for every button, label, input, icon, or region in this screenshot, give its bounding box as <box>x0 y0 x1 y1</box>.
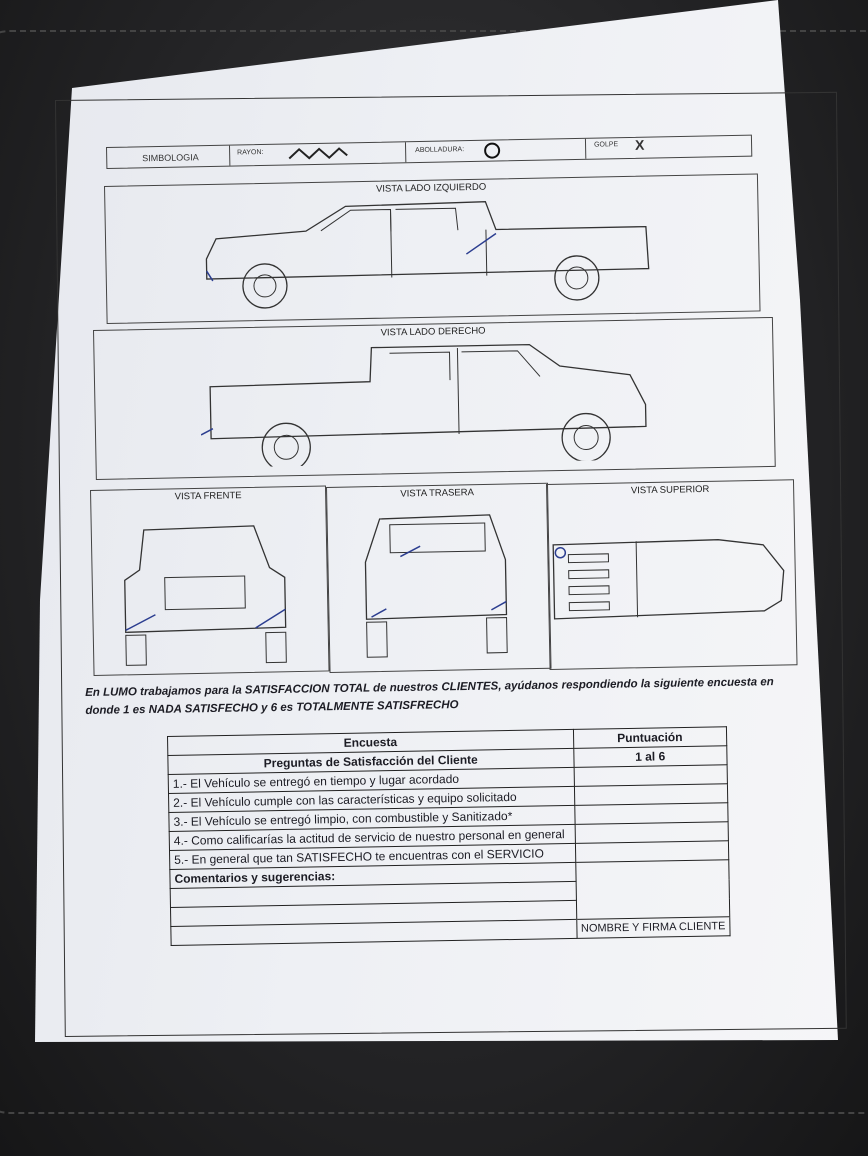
legend-row: SIMBOLOGIA RAYON: ABOLLADURA: GOLPE X <box>106 134 753 169</box>
front-view: VISTA FRENTE <box>90 485 330 676</box>
rear-view: VISTA TRASERA <box>326 482 552 673</box>
signature-label: NOMBRE Y FIRMA CLIENTE <box>576 916 731 939</box>
truck-front-drawing <box>124 525 287 666</box>
dent-label: ABOLLADURA: <box>415 146 465 155</box>
legend-title: SIMBOLOGIA <box>142 152 199 164</box>
circle-icon <box>484 142 501 159</box>
top-view: VISTA SUPERIOR <box>546 479 798 670</box>
right-side-view: VISTA LADO DERECHO <box>93 316 776 480</box>
zigzag-icon <box>288 147 348 160</box>
front-title: VISTA FRENTE <box>174 490 242 503</box>
signature-area[interactable] <box>575 859 730 920</box>
scratch-label: RAYON: <box>237 148 264 157</box>
truck-rear-drawing <box>364 514 508 658</box>
hit-label: GOLPE <box>593 141 619 149</box>
truck-left-side-drawing <box>205 201 650 309</box>
hit-symbol: X <box>634 136 645 153</box>
top-title: VISTA SUPERIOR <box>630 483 710 497</box>
rear-title: VISTA TRASERA <box>400 487 475 500</box>
seat-stitching <box>0 30 868 1114</box>
truck-top-drawing <box>552 539 785 620</box>
left-side-view: VISTA LADO IZQUIERDO <box>104 173 761 324</box>
truck-right-side-drawing <box>200 343 647 468</box>
